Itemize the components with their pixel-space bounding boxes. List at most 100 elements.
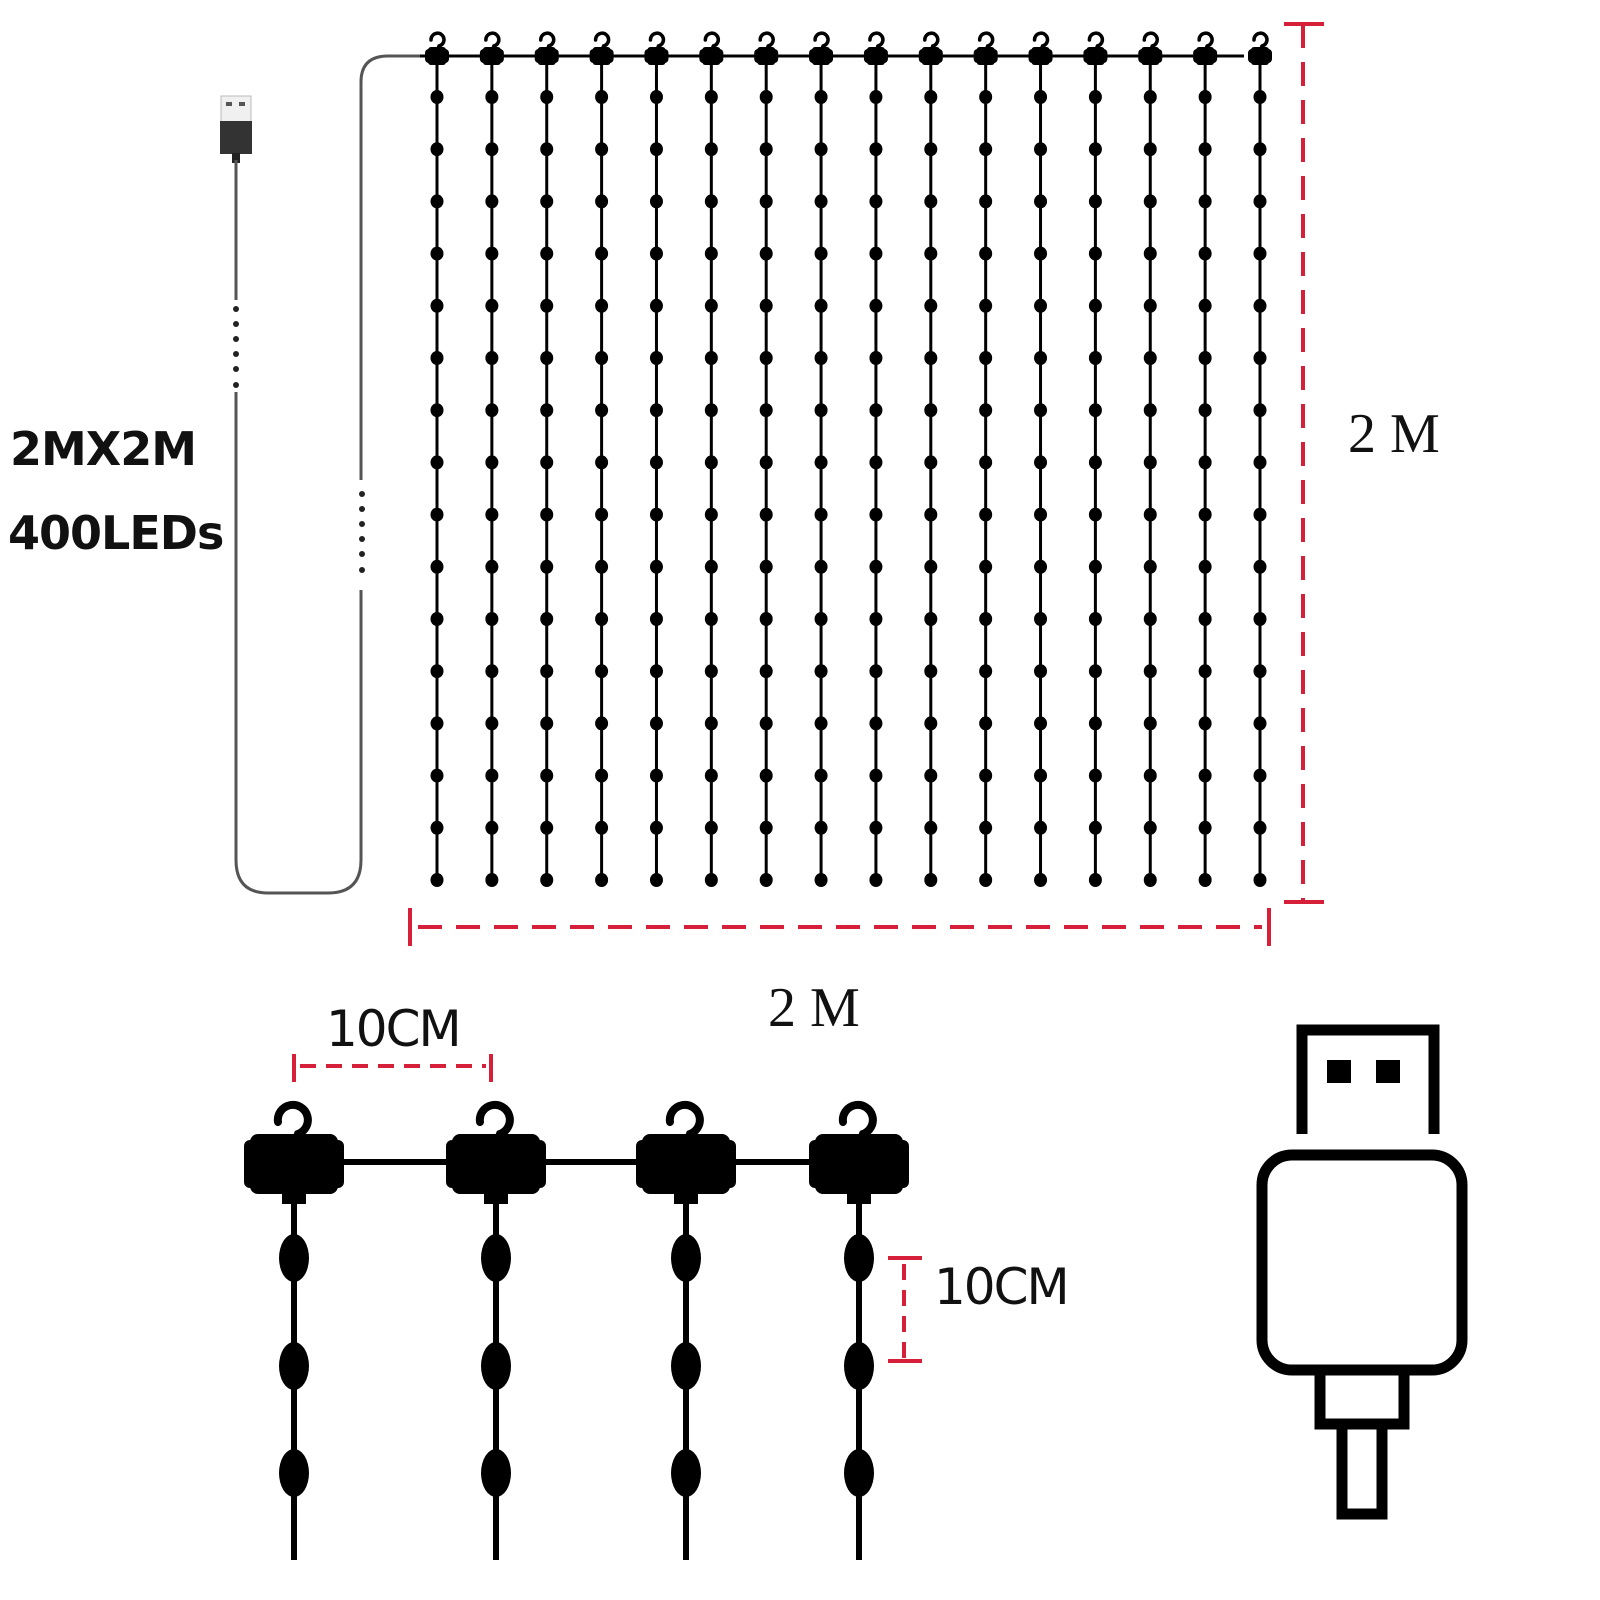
led-bulb-icon — [704, 246, 718, 261]
led-bulb-icon — [704, 455, 718, 470]
led-strand — [917, 31, 945, 887]
led-bulb-icon — [485, 351, 499, 365]
led-bulb-icon — [1034, 455, 1048, 470]
led-bulb-icon — [649, 664, 663, 679]
led-strand — [971, 31, 1000, 887]
hook-icon — [587, 31, 616, 67]
led-bulb-icon — [869, 768, 883, 783]
led-bulb-icon — [1088, 820, 1102, 835]
led-bulb-icon — [430, 246, 444, 261]
led-bulb-icon — [869, 612, 883, 626]
hook-icon — [446, 1105, 546, 1204]
led-bulb-icon — [869, 194, 883, 209]
led-bulb-icon — [1088, 246, 1102, 261]
led-bulb-icon — [595, 507, 609, 522]
hook-icon — [697, 31, 726, 67]
led-bulb-icon — [595, 246, 609, 261]
led-bulb-icon — [1143, 298, 1157, 313]
led-bulb-icon — [759, 403, 773, 418]
hook-icon — [752, 31, 780, 67]
led-bulb-icon — [979, 403, 993, 418]
led-bulb-icon — [979, 298, 993, 313]
led-bulb-icon — [1143, 455, 1157, 470]
led-bulb-icon — [869, 142, 883, 157]
led-bulb-icon — [1034, 507, 1048, 522]
led-bulb-icon — [1198, 194, 1212, 209]
led-bulb-icon — [1088, 298, 1102, 313]
led-bulb-icon — [649, 612, 663, 626]
led-bulb-icon — [814, 403, 828, 418]
led-bulb-icon — [924, 246, 938, 261]
led-bulb-icon — [430, 768, 444, 783]
hook-icon — [1026, 31, 1055, 67]
led-bulb-icon — [279, 1449, 309, 1497]
led-bulb-icon — [869, 559, 883, 574]
usb-connector-icon — [1256, 1024, 1468, 1520]
led-bulb-icon — [814, 507, 828, 522]
hook-icon — [423, 31, 451, 67]
led-bulb-icon — [649, 455, 663, 470]
led-bulb-icon — [1198, 351, 1212, 365]
led-bulb-icon — [430, 142, 444, 157]
led-bulb-icon — [1253, 716, 1267, 731]
led-bulb-icon — [1143, 403, 1157, 418]
led-count-label: 400LEDs — [8, 506, 224, 560]
led-bulb-icon — [1088, 455, 1102, 470]
led-bulb-icon — [1253, 507, 1267, 522]
led-bulb-icon — [540, 716, 554, 731]
led-bulb-icon — [595, 664, 609, 679]
led-bulb-icon — [430, 455, 444, 470]
led-bulb-icon — [759, 820, 773, 835]
led-bulb-icon — [979, 873, 993, 887]
led-bulb-icon — [979, 194, 993, 209]
led-bulb-icon — [869, 664, 883, 679]
led-bulb-icon — [595, 612, 609, 626]
led-bulb-icon — [704, 820, 718, 835]
led-bulb-icon — [1253, 403, 1267, 418]
led-bulb-icon — [485, 455, 499, 470]
led-bulb-icon — [1088, 873, 1102, 887]
led-bulb-icon — [485, 403, 499, 418]
led-bulb-icon — [540, 351, 554, 365]
led-bulb-icon — [869, 90, 883, 104]
led-bulb-icon — [704, 559, 718, 574]
led-bulb-icon — [924, 351, 938, 365]
led-bulb-icon — [1088, 507, 1102, 522]
led-bulb-icon — [430, 194, 444, 209]
led-bulb-icon — [649, 194, 663, 209]
led-bulb-icon — [924, 403, 938, 418]
led-bulb-icon — [814, 559, 828, 574]
led-bulb-icon — [924, 716, 938, 731]
led-bulb-icon — [844, 1449, 874, 1497]
led-strand — [1081, 31, 1110, 887]
power-cable — [234, 54, 427, 895]
led-bulb-icon — [759, 507, 773, 522]
led-bulb-icon — [1034, 612, 1048, 626]
led-bulb-icon — [485, 194, 499, 209]
led-bulb-icon — [1253, 664, 1267, 679]
led-bulb-icon — [1034, 351, 1048, 365]
led-bulb-icon — [1034, 820, 1048, 835]
led-bulb-icon — [481, 1449, 511, 1497]
led-bulb-icon — [595, 820, 609, 835]
led-bulb-icon — [869, 507, 883, 522]
led-bulb-icon — [704, 298, 718, 313]
hook-icon — [809, 1105, 909, 1204]
led-bulb-icon — [979, 612, 993, 626]
led-strand — [1191, 31, 1219, 887]
led-bulb-icon — [1088, 768, 1102, 783]
led-bulb-icon — [759, 351, 773, 365]
led-bulb-icon — [1253, 90, 1267, 104]
led-bulb-icon — [430, 298, 444, 313]
led-bulb-icon — [595, 298, 609, 313]
led-bulb-icon — [595, 194, 609, 209]
led-bulb-icon — [759, 194, 773, 209]
led-strand — [423, 31, 451, 887]
led-bulb-icon — [1034, 194, 1048, 209]
led-bulb-icon — [595, 716, 609, 731]
led-bulb-icon — [1198, 873, 1212, 887]
led-strand — [532, 31, 561, 887]
led-bulb-icon — [759, 455, 773, 470]
led-bulb-icon — [814, 142, 828, 157]
led-bulb-icon — [485, 142, 499, 157]
